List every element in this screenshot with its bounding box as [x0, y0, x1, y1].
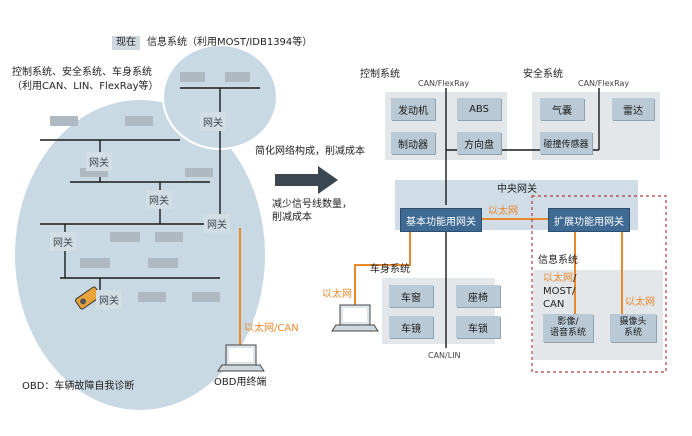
arrow-icon — [275, 166, 338, 194]
info-protocol-line1: 以太网/ — [543, 273, 577, 284]
mirror-box: 车镜 — [389, 316, 433, 338]
ecu-block — [138, 292, 166, 302]
control-protocols-label: （利用CAN、LIN、FlexRay等） — [12, 81, 159, 92]
gateway-tag: 网关 — [96, 290, 122, 309]
gateway-tag: 网关 — [50, 232, 76, 251]
gateway-tag: 网关 — [86, 152, 112, 171]
central-gateway-label: 中央网关 — [497, 184, 537, 195]
simplify-network-text: 简化网络构成，削减成本 — [255, 146, 365, 157]
airbag-box: 气囊 — [540, 98, 584, 120]
steering-box: 方向盘 — [457, 132, 501, 154]
radar-box: 雷达 — [612, 98, 654, 120]
ecu-block — [192, 292, 220, 302]
ecu-block — [180, 72, 205, 82]
control-system-title: 控制系统 — [360, 69, 400, 80]
ecu-block — [80, 168, 108, 177]
camera-ethernet-label: 以太网 — [625, 297, 655, 308]
extended-gateway-box: 扩展功能用网关 — [548, 208, 630, 232]
safety-bus-label: CAN/FlexRay — [578, 79, 630, 88]
ethernet-link-label: 以太网 — [488, 206, 518, 217]
control-domain-ellipse — [15, 100, 265, 410]
seat-box: 座椅 — [456, 285, 500, 307]
gateway-tag: 网关 — [204, 214, 230, 233]
ecu-block — [110, 232, 140, 242]
body-ethernet-label: 以太网 — [322, 289, 352, 300]
ecu-block — [185, 168, 213, 177]
info-system-label: 信息系统（利用MOST/IDB1394等） — [147, 37, 313, 48]
abs-box: ABS — [457, 98, 501, 120]
collision-sensor-box: 碰撞传感器 — [540, 132, 592, 154]
laptop-icon — [217, 344, 265, 372]
body-system-title: 车身系统 — [370, 264, 410, 275]
av-system-box: 影像/语音系统 — [543, 314, 593, 342]
ecu-block — [148, 258, 178, 268]
safety-system-title: 安全系统 — [523, 69, 563, 80]
info-system-title: 信息系统 — [538, 255, 578, 266]
info-protocol-line3: CAN — [543, 299, 565, 310]
lock-box: 车锁 — [456, 316, 500, 338]
control-bus-label: CAN/FlexRay — [418, 79, 470, 88]
camera-system-box: 摄像头系统 — [610, 314, 656, 342]
basic-gateway-box: 基本功能用网关 — [400, 208, 482, 232]
brake-box: 制动器 — [391, 132, 435, 154]
ecu-block — [50, 116, 78, 126]
info-protocol-line2: MOST/ — [543, 286, 576, 297]
obd-note: OBD：车辆故障自我诊断 — [22, 381, 135, 392]
body-bus-label: CAN/LIN — [428, 351, 461, 360]
ecu-block — [225, 72, 250, 82]
gateway-tag: 网关 — [146, 190, 172, 209]
now-tag: 现在 — [112, 36, 140, 50]
engine-box: 发动机 — [391, 98, 435, 120]
ecu-block — [125, 116, 153, 126]
laptop-icon — [331, 304, 379, 332]
ethernet-can-label: 以太网/CAN — [244, 323, 299, 334]
control-system-label: 控制系统、安全系统、车身系统 — [12, 67, 152, 78]
reduce-cost-text: 削减成本 — [272, 212, 312, 223]
reduce-wires-text: 减少信号线数量， — [272, 199, 352, 210]
obd-terminal-label: OBD用终端 — [214, 377, 267, 388]
gateway-tag: 网关 — [200, 112, 226, 131]
ecu-block — [80, 258, 110, 268]
window-box: 车窗 — [389, 285, 433, 307]
ecu-block — [155, 232, 183, 242]
